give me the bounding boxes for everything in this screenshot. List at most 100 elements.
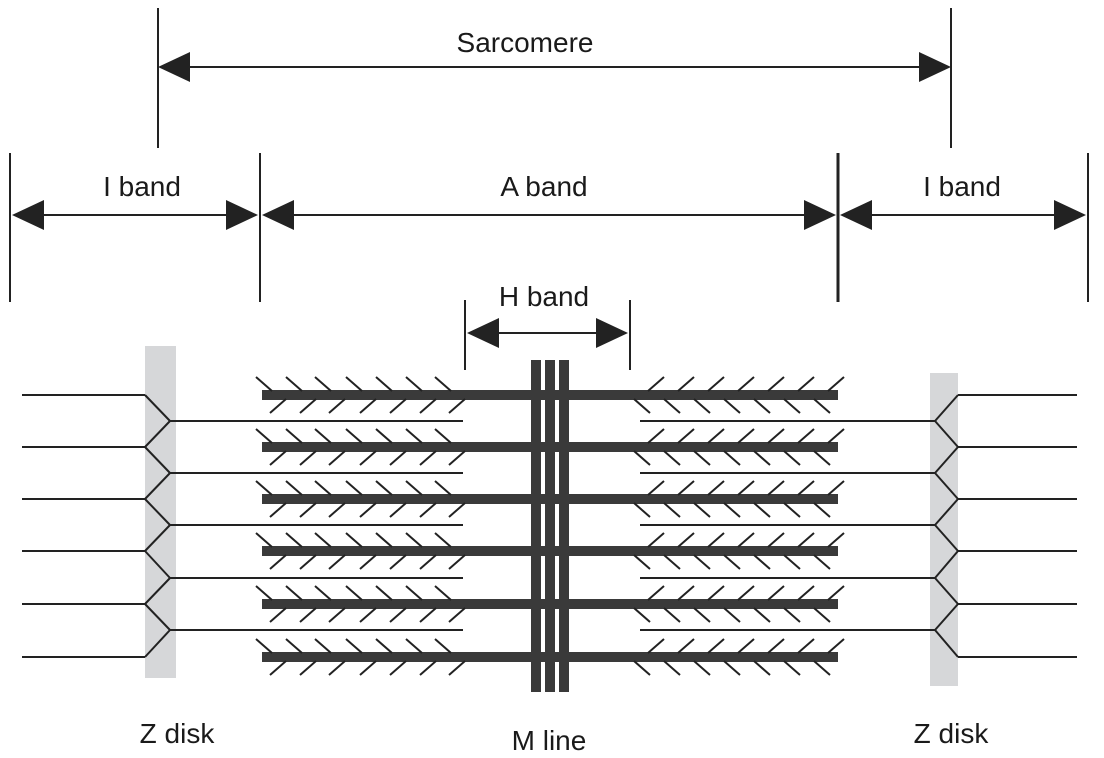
cross-bridge	[797, 532, 815, 548]
cross-bridge	[723, 607, 741, 623]
h-band-arrow-right-arrowhead-icon	[596, 318, 628, 348]
cross-bridge	[359, 502, 377, 518]
z-disk-right	[930, 373, 958, 686]
i-band-right-arrow-right-arrowhead-icon	[1054, 200, 1086, 230]
cross-bridge	[285, 480, 303, 496]
cross-bridge	[389, 450, 407, 466]
cross-bridge	[405, 585, 423, 601]
z-disk-chevron-left	[144, 498, 171, 526]
cross-bridge	[314, 376, 332, 392]
cross-bridge	[827, 480, 845, 496]
cross-bridge	[813, 502, 831, 518]
sarcomere-label: Sarcomere	[457, 27, 594, 58]
i-band-right-label: I band	[923, 171, 1001, 202]
cross-bridge	[827, 376, 845, 392]
dimension-markers	[9, 8, 1089, 370]
cross-bridge	[797, 638, 815, 654]
cross-bridge	[314, 638, 332, 654]
cross-bridge	[359, 607, 377, 623]
cross-bridge	[647, 376, 665, 392]
cross-bridge	[677, 480, 695, 496]
cross-bridge	[359, 398, 377, 414]
cross-bridge	[269, 398, 287, 414]
cross-bridge	[328, 660, 346, 676]
z-disk-chevron-left	[144, 420, 171, 448]
cross-bridge	[827, 428, 845, 444]
cross-bridge	[767, 428, 785, 444]
cross-bridge	[419, 607, 437, 623]
cross-bridge	[255, 585, 273, 601]
cross-bridge	[753, 398, 771, 414]
cross-bridge	[389, 607, 407, 623]
cross-bridge	[677, 585, 695, 601]
cross-bridge	[693, 554, 711, 570]
cross-bridge	[707, 638, 725, 654]
cross-bridge	[255, 428, 273, 444]
cross-bridge	[375, 585, 393, 601]
cross-bridge	[255, 480, 273, 496]
cross-bridge	[827, 585, 845, 601]
cross-bridge	[737, 532, 755, 548]
cross-bridge	[405, 376, 423, 392]
cross-bridge	[633, 502, 651, 518]
cross-bridge	[269, 607, 287, 623]
a-band-label: A band	[500, 171, 587, 202]
cross-bridge	[663, 398, 681, 414]
cross-bridge	[663, 607, 681, 623]
z-disk-chevron-left	[144, 394, 171, 422]
cross-bridge	[693, 660, 711, 676]
m-line-bar	[545, 360, 555, 692]
cross-bridge	[419, 398, 437, 414]
cross-bridge	[419, 450, 437, 466]
cross-bridge	[723, 660, 741, 676]
cross-bridge	[813, 554, 831, 570]
cross-bridge	[723, 554, 741, 570]
sarcomere-arrow-right-arrowhead-icon	[919, 52, 951, 82]
cross-bridge	[677, 376, 695, 392]
cross-bridge	[405, 428, 423, 444]
cross-bridge	[285, 532, 303, 548]
z-disk-chevron-left	[144, 577, 171, 605]
cross-bridge	[269, 660, 287, 676]
cross-bridge	[255, 532, 273, 548]
cross-bridge	[783, 607, 801, 623]
h-band-label: H band	[499, 281, 589, 312]
cross-bridge	[328, 502, 346, 518]
i-band-right-arrow-left-arrowhead-icon	[840, 200, 872, 230]
cross-bridge	[328, 398, 346, 414]
cross-bridge	[663, 660, 681, 676]
cross-bridge	[434, 376, 452, 392]
cross-bridge	[419, 502, 437, 518]
cross-bridge	[299, 450, 317, 466]
z-disk-chevron-left	[144, 629, 171, 658]
cross-bridge	[663, 502, 681, 518]
cross-bridge	[767, 532, 785, 548]
cross-bridge	[633, 450, 651, 466]
cross-bridge	[448, 450, 466, 466]
cross-bridge	[434, 480, 452, 496]
cross-bridge	[359, 450, 377, 466]
cross-bridge	[723, 450, 741, 466]
cross-bridge	[285, 428, 303, 444]
z-disk-chevron-left	[144, 524, 171, 552]
cross-bridge	[314, 480, 332, 496]
cross-bridge	[285, 638, 303, 654]
a-band-arrow-right-arrowhead-icon	[804, 200, 836, 230]
cross-bridge	[375, 428, 393, 444]
z-disk-chevron-left	[144, 603, 171, 631]
cross-bridge	[737, 585, 755, 601]
cross-bridge	[345, 428, 363, 444]
cross-bridge	[737, 376, 755, 392]
z-disk-chevron-right	[934, 603, 959, 631]
z-disk-chevron-right	[934, 472, 959, 500]
cross-bridge	[767, 638, 785, 654]
h-band-arrow-left-arrowhead-icon	[467, 318, 499, 348]
cross-bridge	[693, 607, 711, 623]
cross-bridge	[797, 585, 815, 601]
cross-bridge	[677, 638, 695, 654]
cross-bridge	[419, 660, 437, 676]
cross-bridge	[375, 480, 393, 496]
cross-bridge	[299, 554, 317, 570]
cross-bridge	[328, 607, 346, 623]
